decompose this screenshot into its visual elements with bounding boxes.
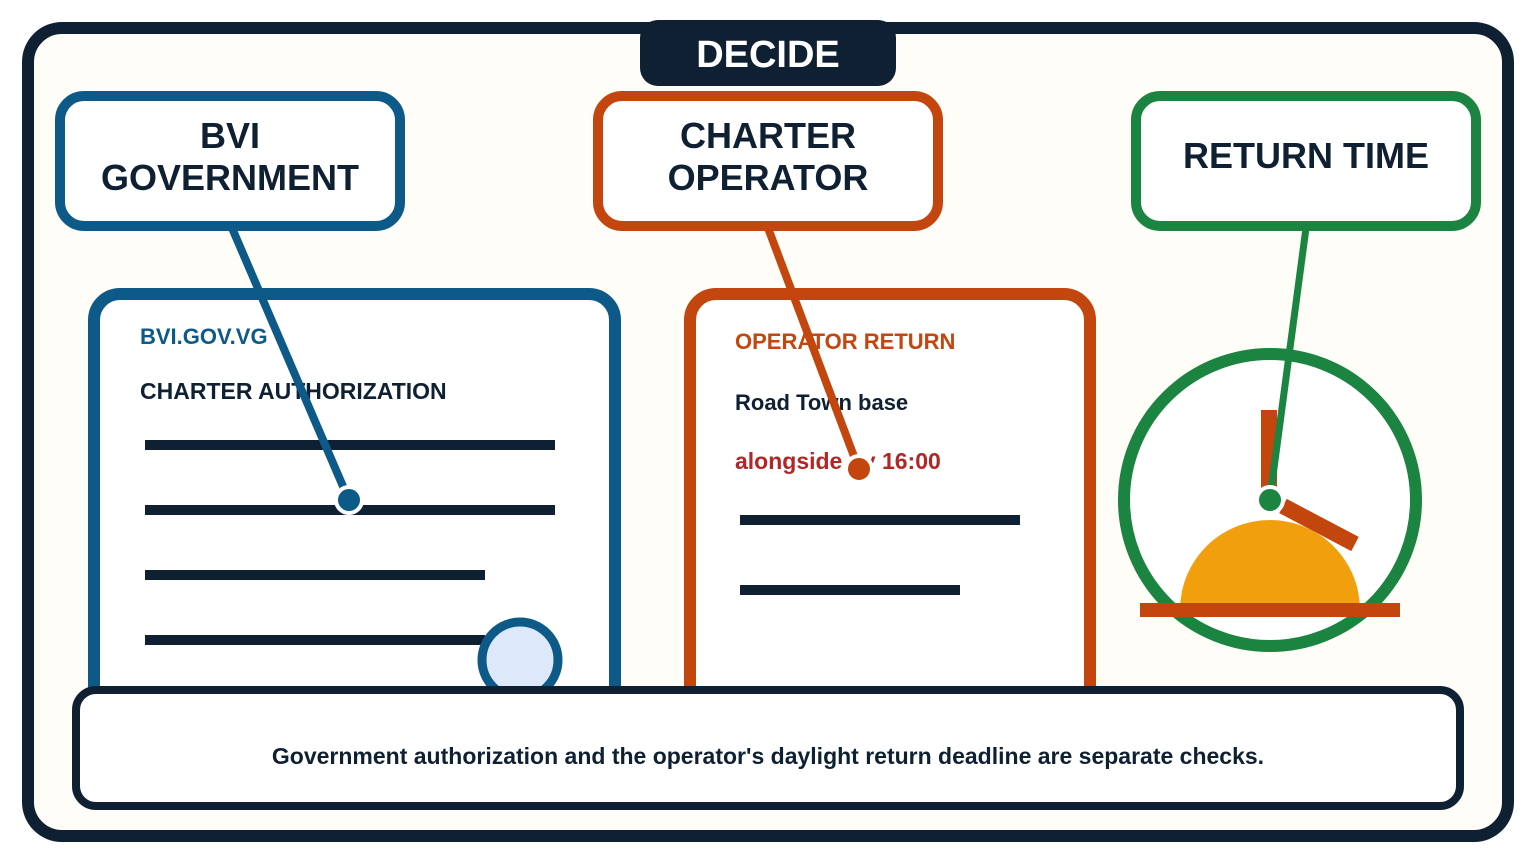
clock-minute-hand <box>1279 498 1359 552</box>
sunset-sun-icon <box>1180 520 1360 610</box>
return-time-label-box <box>1131 91 1481 231</box>
operator-label-box <box>593 91 943 231</box>
operator-base: Road Town base <box>735 390 908 415</box>
operator-leader-line <box>764 226 862 469</box>
operator-leader-dot <box>844 454 874 484</box>
return-time-leader-dot <box>1255 485 1285 515</box>
operator-deadline: alongside by 16:00 <box>735 448 941 474</box>
horizon-line <box>1140 603 1400 617</box>
operator-label-line1: CHARTER <box>680 115 856 156</box>
header-badge <box>640 20 896 86</box>
operator-document-title: OPERATOR RETURN <box>735 329 955 354</box>
return-time-label: RETURN TIME <box>1183 135 1429 176</box>
government-label-box <box>55 91 405 231</box>
return-time-leader-line <box>1266 227 1310 499</box>
authorization-site: BVI.GOV.VG <box>140 324 268 349</box>
government-leader-dot <box>334 485 364 515</box>
header-badge-label: DECIDE <box>696 34 840 76</box>
government-leader-line <box>228 226 352 500</box>
government-label-line2: GOVERNMENT <box>101 157 359 198</box>
caption-box <box>72 686 1464 810</box>
authorization-title: CHARTER AUTHORIZATION <box>140 378 447 404</box>
caption-text: Government authorization and the operato… <box>272 743 1264 769</box>
government-label-line1: BVI <box>200 115 260 156</box>
operator-label-line2: OPERATOR <box>668 157 869 198</box>
